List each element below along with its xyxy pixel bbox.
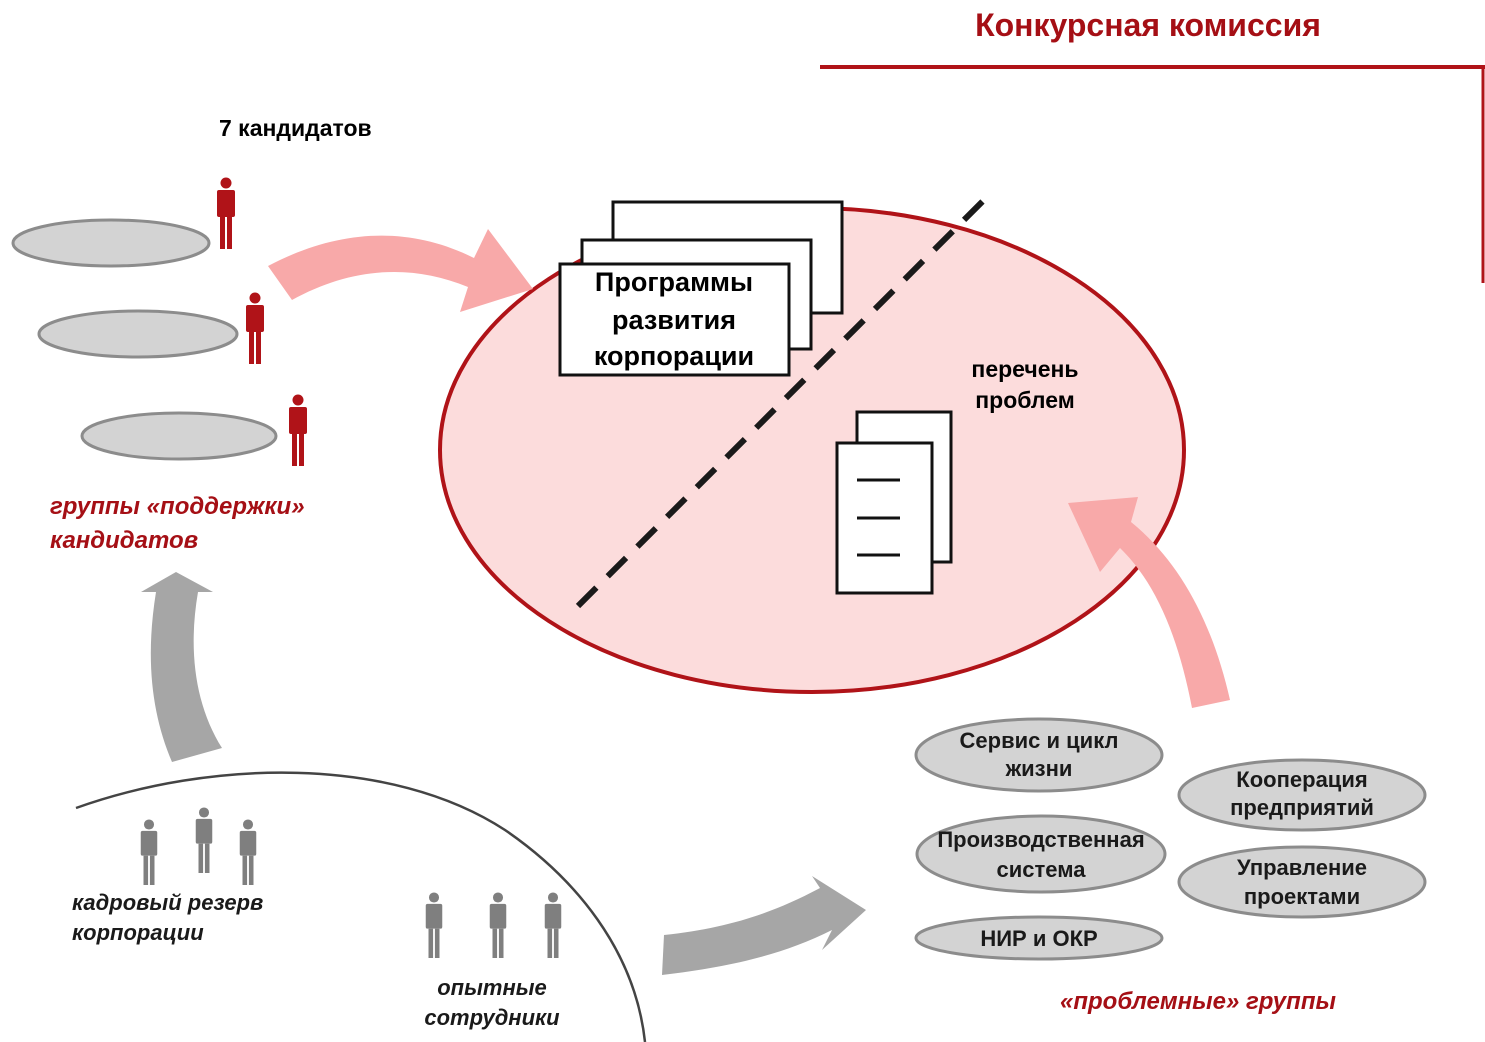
reserve-boundary-curve [75,771,647,1042]
problem-group-enterprise-cooperation: Кооперация предприятий [1177,758,1427,832]
svg-text:Управление: Управление [1237,855,1367,880]
candidate-person-icon [289,394,307,466]
problem-group-project-management: Управление проектами [1177,845,1427,919]
page-title: Конкурсная комиссия [975,7,1321,43]
reserve-to-support-groups-arrow [141,572,222,762]
problem-group-production-system: Производственная система [915,814,1167,894]
svg-text:предприятий: предприятий [1230,795,1374,820]
programs-label-line2: развития [612,305,736,335]
problem-group-service-lifecycle: Сервис и цикл жизни [914,717,1164,793]
programs-documents-icon [558,200,844,377]
problems-label-line1: перечень [971,356,1078,382]
candidate-person-icon [217,177,235,249]
svg-text:Производственная: Производственная [937,827,1144,852]
problems-list-document-icon [835,410,953,595]
svg-text:Сервис и цикл: Сервис и цикл [960,728,1119,753]
problems-label-line2: проблем [975,387,1074,413]
reserve-label-line2: корпорации [72,920,204,945]
experienced-to-problem-groups-arrow [662,876,866,975]
support-groups-label-line1: группы «поддержки» [50,493,305,520]
reserve-label-line1: кадровый резерв [72,890,263,915]
problem-groups-label: «проблемные» группы [1060,988,1336,1015]
svg-text:Кооперация: Кооперация [1236,767,1367,792]
candidate-person-icon [246,292,264,364]
reserve-person-icon [195,807,213,873]
experienced-person-icon [425,892,443,958]
problem-group-rnd: НИР и ОКР [914,915,1164,961]
programs-label-line1: Программы [595,267,753,297]
programs-label-line3: корпорации [594,341,754,371]
svg-text:система: система [997,857,1087,882]
experienced-label-line2: сотрудники [424,1005,560,1030]
experienced-label-line1: опытные [437,975,547,1000]
candidates-count-label: 7 кандидатов [219,115,372,141]
experienced-person-icon [544,892,562,958]
reserve-person-icon [140,819,158,885]
svg-text:жизни: жизни [1005,756,1073,781]
svg-text:НИР и ОКР: НИР и ОКР [980,926,1097,951]
candidates-to-commission-arrow [268,229,533,312]
reserve-person-icon [239,819,257,885]
support-groups-label-line2: кандидатов [50,527,198,554]
support-group-oval-2 [37,309,239,359]
svg-text:проектами: проектами [1244,884,1360,909]
problem-groups-to-commission-arrow [1068,497,1230,708]
support-group-oval-1 [11,218,211,268]
support-group-oval-3 [80,411,278,461]
experienced-person-icon [489,892,507,958]
divider-dashed-line [575,191,993,609]
